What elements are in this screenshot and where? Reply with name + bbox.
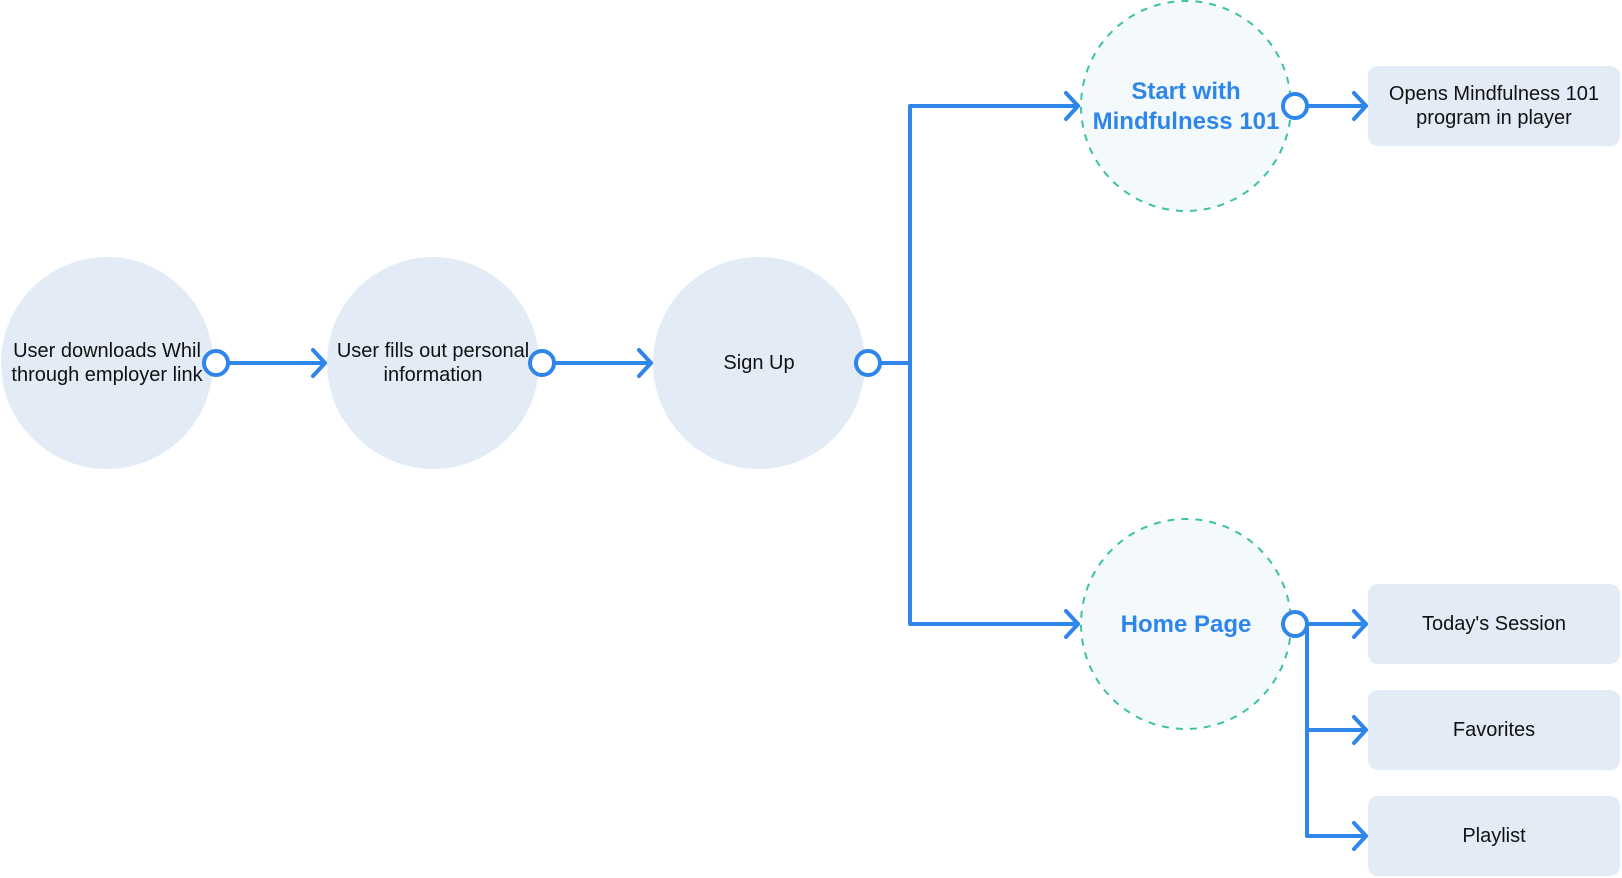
label-download-line1: User downloads Whil — [13, 340, 201, 362]
arrowhead-info — [311, 348, 327, 378]
label-sign-up: Sign Up — [653, 348, 865, 378]
box-opens-program-line1: Opens Mindfulness 101 — [1388, 83, 1600, 105]
box-playlist-label: Playlist — [1462, 825, 1526, 847]
box-favorites[interactable]: Favorites — [1368, 690, 1620, 770]
port-home-page[interactable] — [1281, 610, 1309, 638]
box-opens-program-line2: program in player — [1416, 107, 1572, 129]
node-personal-info[interactable] — [327, 257, 539, 469]
port-sign-up[interactable] — [854, 349, 882, 377]
node-download[interactable] — [1, 257, 213, 469]
arrowhead-playlist — [1352, 821, 1368, 851]
arrowhead-signup — [637, 348, 653, 378]
box-favorites-label: Favorites — [1452, 719, 1536, 741]
port-download[interactable] — [202, 349, 230, 377]
box-todays-session[interactable]: Today's Session — [1368, 584, 1620, 664]
node-sign-up[interactable] — [653, 257, 865, 469]
label-personal-info-line2: information — [383, 364, 483, 386]
arrowhead-program — [1352, 91, 1368, 121]
label-home-page-text: Home Page — [1120, 611, 1252, 638]
arrowhead-favorites — [1352, 715, 1368, 745]
label-personal-info-line1: User fills out personal — [336, 340, 530, 362]
arrowhead-home — [1064, 609, 1080, 639]
connector-signup-branch — [879, 104, 1080, 626]
arrowhead-mindfulness — [1064, 91, 1080, 121]
port-mindfulness[interactable] — [1281, 92, 1309, 120]
label-sign-up-text: Sign Up — [723, 352, 795, 374]
label-mindfulness-line2: Mindfulness 101 — [1092, 108, 1280, 135]
label-download-line2: through employer link — [11, 364, 203, 386]
box-playlist[interactable]: Playlist — [1368, 796, 1620, 876]
arrowhead-today — [1352, 609, 1368, 639]
label-mindfulness-line1: Start with — [1131, 78, 1241, 105]
label-home-page: Home Page — [1081, 609, 1291, 641]
box-todays-session-label: Today's Session — [1422, 613, 1566, 635]
connector-home-branch — [1305, 622, 1368, 838]
port-personal-info[interactable] — [528, 349, 556, 377]
